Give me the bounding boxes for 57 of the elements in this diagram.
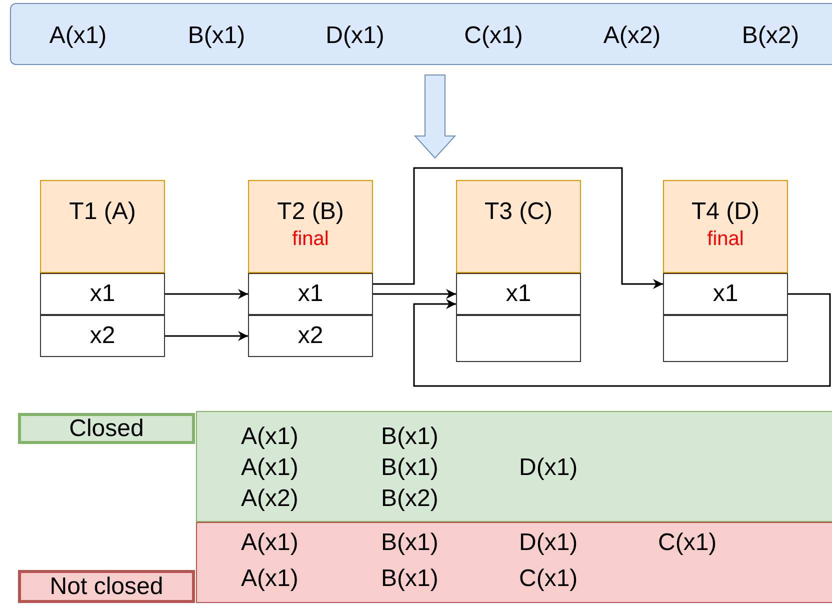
empty-cell — [663, 315, 788, 362]
event-label: C(x1) — [464, 21, 523, 51]
block-arrow — [414, 74, 456, 159]
event-label: B(x1) — [188, 21, 246, 51]
event-label: C(x1) — [519, 565, 578, 593]
event-label: B(x2) — [742, 21, 800, 51]
empty-cell — [456, 315, 581, 362]
field-label: x1 — [90, 279, 116, 309]
table-header — [40, 180, 165, 273]
status-label: final — [292, 227, 329, 251]
sequence-bar — [10, 3, 832, 65]
event-label: A(x1) — [49, 21, 107, 51]
event-label: B(x2) — [381, 485, 438, 513]
table-title: T2 (B) — [277, 197, 344, 227]
event-label: A(x1) — [241, 565, 298, 593]
event-label: A(x1) — [241, 454, 298, 482]
status-tag — [18, 413, 195, 444]
event-label: B(x1) — [381, 565, 438, 593]
event-label: B(x1) — [381, 454, 438, 482]
arrow — [373, 289, 456, 299]
table-cell — [456, 273, 581, 315]
event-label: A(x2) — [603, 21, 661, 51]
table-title: T3 (C) — [484, 197, 552, 227]
event-label: B(x1) — [381, 423, 438, 451]
table-header — [248, 180, 373, 273]
event-label: D(x1) — [519, 529, 578, 557]
event-label: C(x1) — [658, 529, 717, 557]
field-label: x2 — [298, 321, 324, 351]
status-text: Not closed — [50, 572, 164, 600]
sequence-band — [196, 522, 832, 603]
table-title: T1 (A) — [69, 197, 136, 227]
table-title: T4 (D) — [692, 197, 760, 227]
event-label: B(x1) — [381, 529, 438, 557]
field-label: x1 — [298, 279, 324, 309]
event-label: A(x1) — [241, 423, 298, 451]
field-label: x2 — [90, 321, 116, 351]
sequence-band — [196, 411, 832, 522]
arrow — [165, 289, 248, 299]
event-label: A(x1) — [241, 529, 298, 557]
status-label: final — [707, 227, 744, 251]
event-label: A(x2) — [241, 485, 298, 513]
field-label: x1 — [712, 279, 738, 309]
arrow — [373, 167, 663, 289]
table-cell — [40, 315, 165, 357]
status-text: Closed — [69, 414, 144, 442]
table-cell — [40, 273, 165, 315]
event-label: D(x1) — [519, 454, 578, 482]
arrow — [413, 293, 831, 387]
event-label: D(x1) — [326, 21, 384, 51]
table-cell — [663, 273, 788, 315]
table-cell — [248, 273, 373, 315]
table-header — [663, 180, 788, 273]
arrow — [165, 331, 248, 341]
table-header — [456, 180, 581, 273]
table-cell — [248, 315, 373, 357]
field-label: x1 — [506, 279, 532, 309]
status-tag — [18, 570, 195, 603]
